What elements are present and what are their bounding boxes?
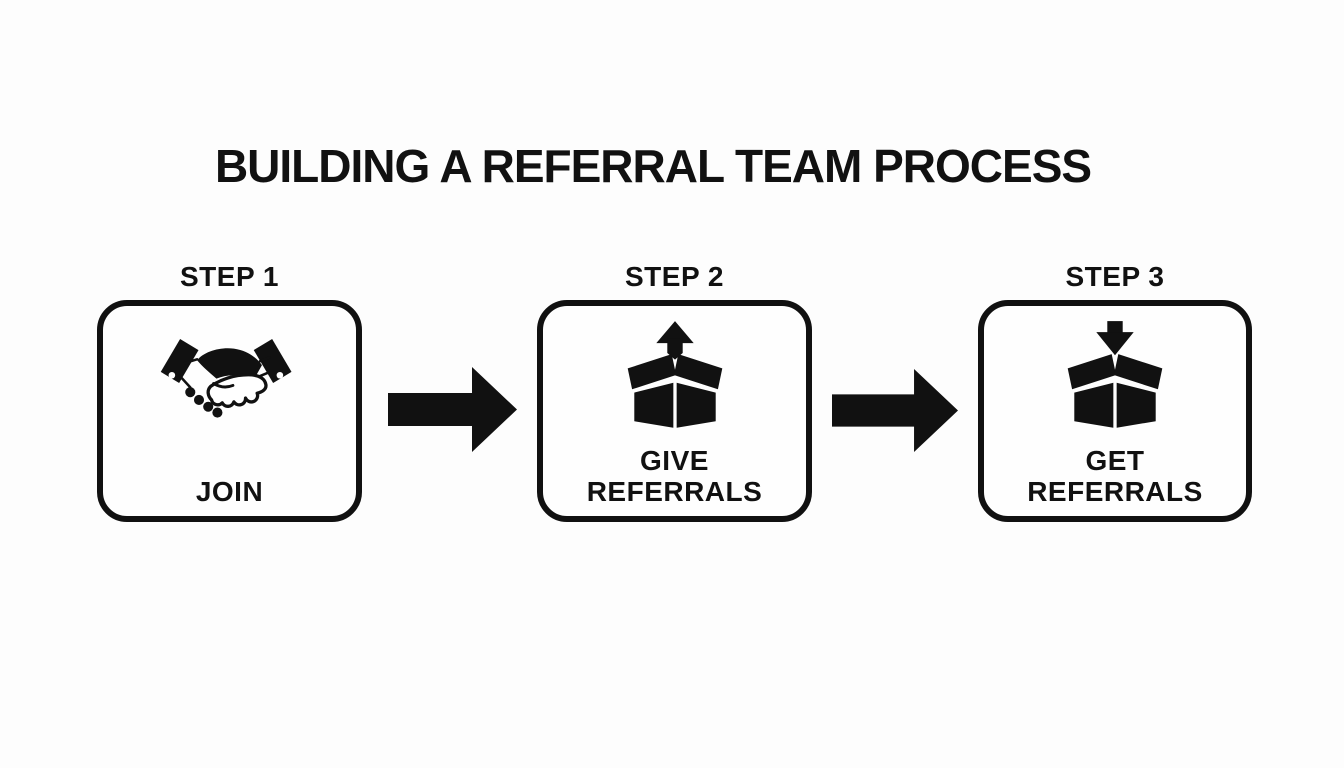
arrow-right-icon [832,368,958,453]
step-3: STEP 3 GET REFERRALS [978,260,1252,522]
caption-line: GET [1085,445,1145,476]
box-arrow-up-icon [620,320,730,430]
box-arrow-down-icon [1060,320,1170,430]
step-3-label: STEP 3 [1065,261,1165,292]
step-2-box: GIVE REFERRALS [537,300,812,522]
step-1-caption: JOIN [103,476,356,507]
caption-line: JOIN [195,476,264,507]
step-1-label: STEP 1 [180,261,279,292]
handshake-icon [152,335,307,432]
step-2: STEP 2 GIVE REFERRALS [537,260,812,522]
caption-line: REFERRALS [586,476,763,507]
step-2-caption: GIVE REFERRALS [543,445,806,507]
step-1: STEP 1 [97,260,362,522]
arrow-right-icon [388,367,517,452]
page-title: BUILDING A REFERRAL TEAM PROCESS [214,140,1092,192]
step-1-box: JOIN [97,300,362,522]
step-3-box: GET REFERRALS [978,300,1252,522]
caption-line: REFERRALS [1027,476,1203,507]
step-2-label: STEP 2 [625,261,724,292]
step-3-caption: GET REFERRALS [984,445,1246,507]
caption-line: GIVE [640,445,709,476]
